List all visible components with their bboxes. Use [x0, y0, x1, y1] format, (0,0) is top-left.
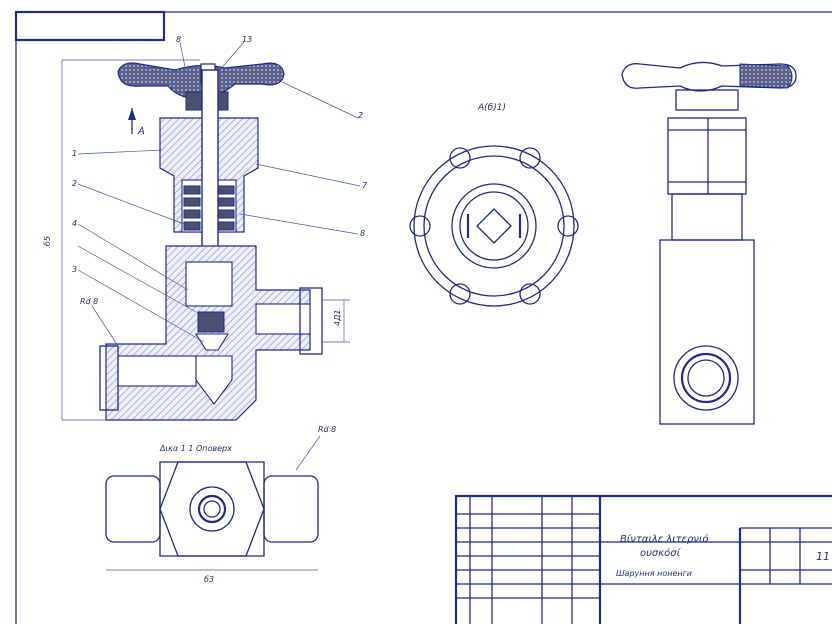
sheet-number: 11 [816, 550, 830, 563]
drawing-frame [14, 10, 832, 624]
callout-3: 2 [358, 111, 363, 120]
callout-9: 3 [72, 265, 77, 274]
section-label: Δικα 1 1 Оповерх [159, 444, 232, 453]
title-subtitle: Шаруння ноненги [616, 569, 692, 578]
handwheel [117, 62, 285, 111]
callout-4: 7 [362, 181, 368, 190]
height-dimension: б5 [43, 236, 52, 246]
callout-2: 13 [242, 35, 252, 44]
packing-rings [183, 185, 235, 231]
width-dimension: б3 [204, 575, 214, 584]
valve-plug [197, 311, 225, 333]
callout-7: 2 [72, 179, 77, 188]
callout-1: 8 [176, 35, 181, 44]
title-block [454, 494, 832, 624]
callout-8: 4 [72, 219, 77, 228]
callout-5: 8 [360, 229, 365, 238]
title-line-2: ουσκόσί [640, 547, 682, 559]
title-line-1: Βίνταιλε λιτερνιό [620, 533, 709, 545]
thread-label-bottom: Rd 8 [318, 425, 336, 434]
side-view [621, 61, 797, 425]
bottom-view [105, 435, 321, 571]
section-arrow-label: A [137, 126, 145, 137]
view-a-label: A(б)1) [477, 103, 506, 113]
thread-label-left: Rd 8 [80, 297, 98, 306]
handwheel-lobes [409, 147, 579, 305]
callout-6: 1 [72, 149, 77, 158]
port-dimension: 4Д1 [333, 310, 342, 326]
top-view-a [409, 145, 579, 307]
leader-lines [77, 41, 361, 347]
spindle [201, 69, 219, 261]
front-section-view [61, 41, 361, 421]
top-corner-stamp [14, 10, 166, 42]
